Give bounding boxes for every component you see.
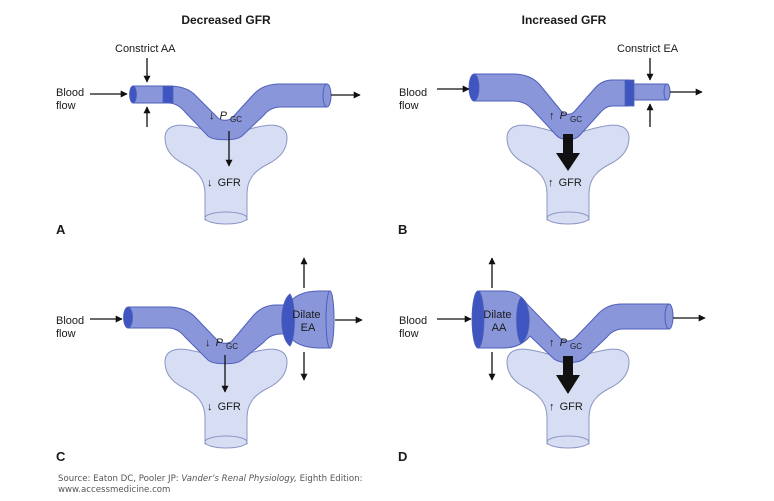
blood-flow-line1: Blood xyxy=(56,315,84,327)
vessel-body xyxy=(473,73,668,140)
vessel-body xyxy=(477,290,670,363)
pgc-p: P xyxy=(560,110,568,122)
pgc-p: P xyxy=(560,337,568,349)
gfr-arrow: ↑ xyxy=(549,401,555,413)
blood-flow-line2: flow xyxy=(56,100,76,112)
vessel-outlet-end xyxy=(664,303,674,330)
gfr-label: ↓ GFR xyxy=(207,177,241,189)
capsule-outlet-rim xyxy=(204,435,248,449)
gfr-text: GFR xyxy=(218,177,241,189)
vessel-inlet-end xyxy=(129,85,137,104)
panel-letter-a: A xyxy=(56,222,66,237)
constriction-band xyxy=(162,85,174,104)
dilate-aa-label: Dilate AA xyxy=(483,309,514,334)
pgc-arrow: ↑ xyxy=(549,337,555,349)
pgc-label: ↓ P GC xyxy=(209,110,242,124)
blood-flow-label: Blood flow xyxy=(56,315,87,340)
pgc-arrow: ↓ xyxy=(209,110,215,122)
panel-a: Constrict AA Blood flow ↓ P GC ↓ GFR A xyxy=(56,43,361,237)
panel-letter-c: C xyxy=(56,449,66,464)
blood-flow-line1: Blood xyxy=(399,87,427,99)
pgc-arrow: ↓ xyxy=(205,337,211,349)
gfr-arrow: ↓ xyxy=(207,177,213,189)
pgc-label: ↑ P GC xyxy=(549,337,582,351)
dilate-line1: Dilate xyxy=(292,309,320,321)
gfr-label: ↓ GFR xyxy=(207,401,241,413)
source-line1: Source: Eaton DC, Pooler JP: Vander’s Re… xyxy=(58,474,362,485)
gfr-arrow: ↓ xyxy=(207,401,213,413)
header-increased-gfr: Increased GFR xyxy=(522,13,607,27)
pgc-p: P xyxy=(216,337,224,349)
gfr-text: GFR xyxy=(560,401,583,413)
blood-flow-line2: flow xyxy=(56,328,76,340)
gfr-text: GFR xyxy=(559,177,582,189)
constriction-band xyxy=(624,79,635,107)
pgc-subscript: GC xyxy=(570,115,582,124)
gfr-label: ↑ GFR xyxy=(548,177,582,189)
panel-letter-d: D xyxy=(398,449,407,464)
dilated-ea-front xyxy=(281,293,295,347)
source-book-title: Vander’s Renal Physiology, xyxy=(181,474,297,484)
panel-d: Dilate AA Blood flow ↑ P GC ↑ GFR D xyxy=(398,257,706,464)
source-prefix: Source: Eaton DC, Pooler JP: xyxy=(58,474,182,484)
blood-flow-label: Blood flow xyxy=(399,315,430,340)
dilate-line2: EA xyxy=(301,322,316,334)
vessel-outlet-end xyxy=(322,83,332,108)
vessel-outlet-end xyxy=(325,290,335,349)
blood-flow-line1: Blood xyxy=(399,315,427,327)
vessel-inlet-end xyxy=(468,73,480,102)
dilate-line2: AA xyxy=(492,322,507,334)
panel-letter-b: B xyxy=(398,222,407,237)
capsule-outlet-rim xyxy=(204,211,248,225)
pgc-label: ↑ P GC xyxy=(549,110,582,124)
source-suffix: Eighth Edition: xyxy=(296,474,363,484)
capsule-outlet-rim xyxy=(546,211,590,225)
pgc-arrow: ↑ xyxy=(549,110,555,122)
source-url[interactable]: www.accessmedicine.com xyxy=(58,484,171,495)
gfr-text: GFR xyxy=(218,401,241,413)
vessel-inlet-end xyxy=(471,290,485,349)
blood-flow-label: Blood flow xyxy=(399,87,430,112)
bowman-capsule xyxy=(164,124,288,225)
filtration-arrow-thick xyxy=(556,134,580,171)
header-decreased-gfr: Decreased GFR xyxy=(181,13,271,27)
panel-b: Constrict EA Blood flow ↑ P GC ↑ GFR B xyxy=(398,43,703,237)
panel-c: Dilate EA Blood flow ↓ P GC ↓ GFR C xyxy=(56,257,363,464)
source-citation: Source: Eaton DC, Pooler JP: Vander’s Re… xyxy=(58,474,362,495)
dilated-aa-back xyxy=(516,296,530,345)
constrict-ea-label: Constrict EA xyxy=(617,43,679,55)
pgc-subscript: GC xyxy=(230,115,242,124)
vessel-inlet-end xyxy=(123,306,133,329)
gfr-label: ↑ GFR xyxy=(549,401,583,413)
vessel-body xyxy=(132,83,328,141)
bowman-capsule xyxy=(164,348,288,449)
blood-flow-label: Blood flow xyxy=(56,87,87,112)
pgc-subscript: GC xyxy=(570,342,582,351)
blood-flow-line2: flow xyxy=(399,328,419,340)
pgc-label: ↓ P GC xyxy=(205,337,238,351)
pgc-p: P xyxy=(220,110,228,122)
filtration-arrow-thick xyxy=(556,356,580,394)
dilate-ea-label: Dilate EA xyxy=(292,309,323,334)
capsule-outlet-rim xyxy=(546,435,590,449)
constrict-aa-label: Constrict AA xyxy=(115,43,176,55)
blood-flow-line1: Blood xyxy=(56,87,84,99)
gfr-arrow: ↑ xyxy=(548,177,554,189)
dilate-line1: Dilate xyxy=(483,309,511,321)
pgc-subscript: GC xyxy=(226,342,238,351)
vessel-outlet-end xyxy=(663,83,671,101)
blood-flow-line2: flow xyxy=(399,100,419,112)
